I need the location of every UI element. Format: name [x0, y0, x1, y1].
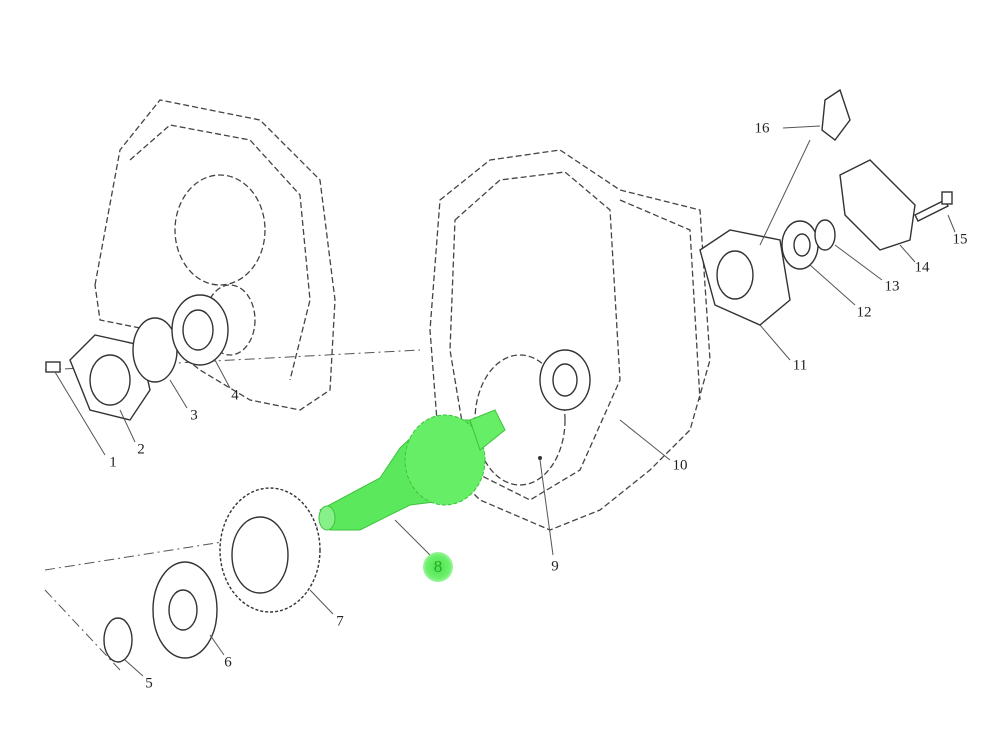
part-6-washer: [152, 561, 225, 659]
callout-4[interactable]: 4: [231, 387, 239, 404]
part-5-snap-ring: [103, 617, 144, 677]
callout-15[interactable]: 15: [952, 231, 968, 248]
callout-7[interactable]: 7: [336, 613, 344, 630]
callout-16[interactable]: 16: [754, 120, 770, 137]
callout-14[interactable]: 14: [914, 259, 930, 276]
callout-6[interactable]: 6: [224, 654, 232, 671]
callout-1[interactable]: 1: [109, 454, 117, 471]
callout-9[interactable]: 9: [551, 558, 559, 575]
part-7-gear: [219, 487, 334, 615]
callout-3[interactable]: 3: [190, 407, 198, 424]
part-16-sensor: [759, 88, 851, 246]
callout-5[interactable]: 5: [145, 675, 153, 692]
part-11-housing: [699, 229, 791, 361]
part-4-bearing: [171, 294, 231, 389]
callout-12[interactable]: 12: [856, 304, 872, 321]
callout-13[interactable]: 13: [884, 278, 900, 295]
part-15-bolt: [914, 191, 956, 233]
part-9-marker: [538, 456, 554, 556]
callout-8-highlighted[interactable]: 8: [423, 552, 453, 582]
part-14-gasket: [839, 159, 916, 263]
part-1-bolt: [45, 361, 106, 456]
part-2-cover: [69, 334, 151, 443]
callout-11[interactable]: 11: [792, 357, 808, 374]
part-8-shaft[interactable]: [318, 409, 506, 556]
callout-10[interactable]: 10: [672, 457, 688, 474]
part-13-oring: [814, 219, 883, 281]
part-12-nut: [781, 220, 856, 306]
part-9-bearing: [539, 349, 591, 411]
callout-2[interactable]: 2: [137, 441, 145, 458]
